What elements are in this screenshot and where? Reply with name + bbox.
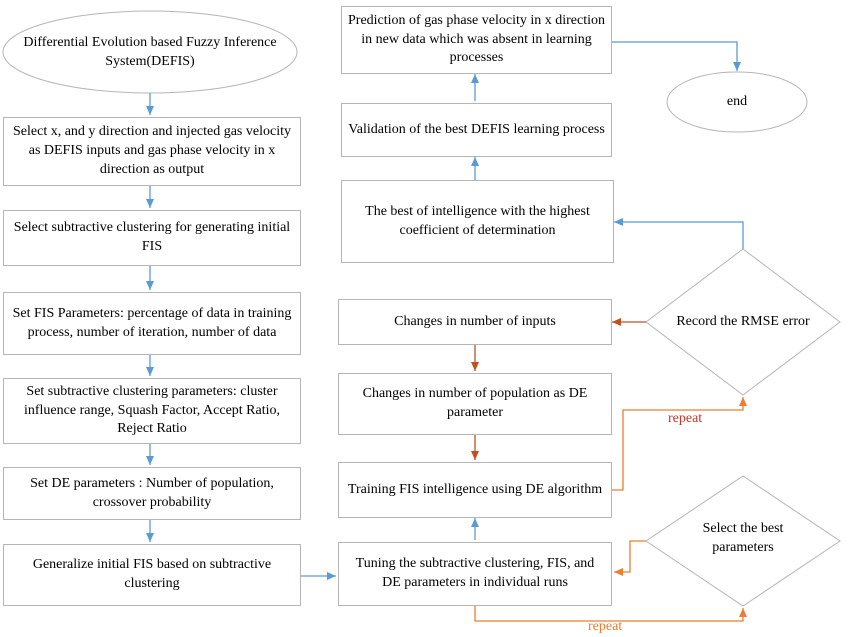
generalize-fis-box: Generalize initial FIS based on subtract… [3, 544, 301, 606]
prediction-text: Prediction of gas phase velocity in x di… [348, 12, 605, 66]
best-intelligence-text: The best of intelligence with the highes… [365, 203, 590, 238]
arrow-training-to-rmse [612, 397, 747, 491]
training-box: Training FIS intelligence using DE algor… [338, 462, 612, 518]
subtractive-parameters-text: Set subtractive clustering parameters: c… [23, 383, 281, 437]
record-rmse-diamond [645, 248, 841, 396]
fis-parameters-box: Set FIS Parameters: percentage of data i… [3, 292, 301, 355]
subtractive-parameters-box: Set subtractive clustering parameters: c… [3, 378, 301, 444]
end-label: end [697, 90, 777, 114]
validation-text: Validation of the best DEFIS learning pr… [348, 121, 605, 137]
de-parameters-box: Set DE parameters : Number of population… [3, 467, 301, 520]
select-subtractive-text: Select subtractive clustering for genera… [13, 220, 291, 254]
best-intelligence-box: The best of intelligence with the highes… [341, 180, 614, 263]
arrow-prediction-to-end [612, 41, 741, 71]
tuning-text: Tuning the subtractive clustering, FIS, … [355, 556, 595, 590]
end-ellipse [666, 71, 808, 133]
arrow-selectbest-to-tuning [614, 540, 646, 576]
prediction-box: Prediction of gas phase velocity in x di… [341, 6, 612, 74]
select-best-text: Select the best parameters [702, 521, 784, 555]
end-text: end [726, 93, 748, 109]
select-inputs-text: Select x, and y direction and injected g… [13, 124, 291, 177]
record-rmse-label: Record the RMSE error [663, 310, 823, 334]
population-changes-text: Changes in number of population as DE pa… [362, 386, 588, 420]
generalize-fis-text: Generalize initial FIS based on subtract… [32, 557, 272, 591]
select-inputs-box: Select x, and y direction and injected g… [3, 117, 301, 186]
select-subtractive-box: Select subtractive clustering for genera… [3, 210, 301, 266]
population-changes-box: Changes in number of population as DE pa… [338, 373, 612, 435]
fis-parameters-text: Set FIS Parameters: percentage of data i… [12, 305, 292, 340]
select-best-diamond [645, 475, 841, 607]
repeat-label-upper: repeat [668, 411, 702, 427]
arrow-rmse-to-best [614, 218, 744, 249]
input-changes-text: Changes in number of inputs [394, 313, 556, 329]
tuning-box: Tuning the subtractive clustering, FIS, … [338, 542, 612, 606]
select-best-label: Select the best parameters [683, 517, 803, 561]
repeat-label-lower: repeat [588, 619, 622, 635]
repeat-lower-text: repeat [588, 619, 623, 634]
defis-start-label: Differential Evolution based Fuzzy Infer… [20, 28, 280, 78]
repeat-upper-text: repeat [668, 411, 703, 426]
training-text: Training FIS intelligence using DE algor… [347, 481, 603, 497]
arrow-tuning-to-selectbest [474, 606, 747, 622]
validation-box: Validation of the best DEFIS learning pr… [341, 103, 612, 157]
record-rmse-text: Record the RMSE error [676, 313, 810, 329]
defis-start-text: Differential Evolution based Fuzzy Infer… [23, 35, 277, 69]
input-changes-box: Changes in number of inputs [338, 299, 612, 345]
de-parameters-text: Set DE parameters : Number of population… [30, 475, 274, 510]
